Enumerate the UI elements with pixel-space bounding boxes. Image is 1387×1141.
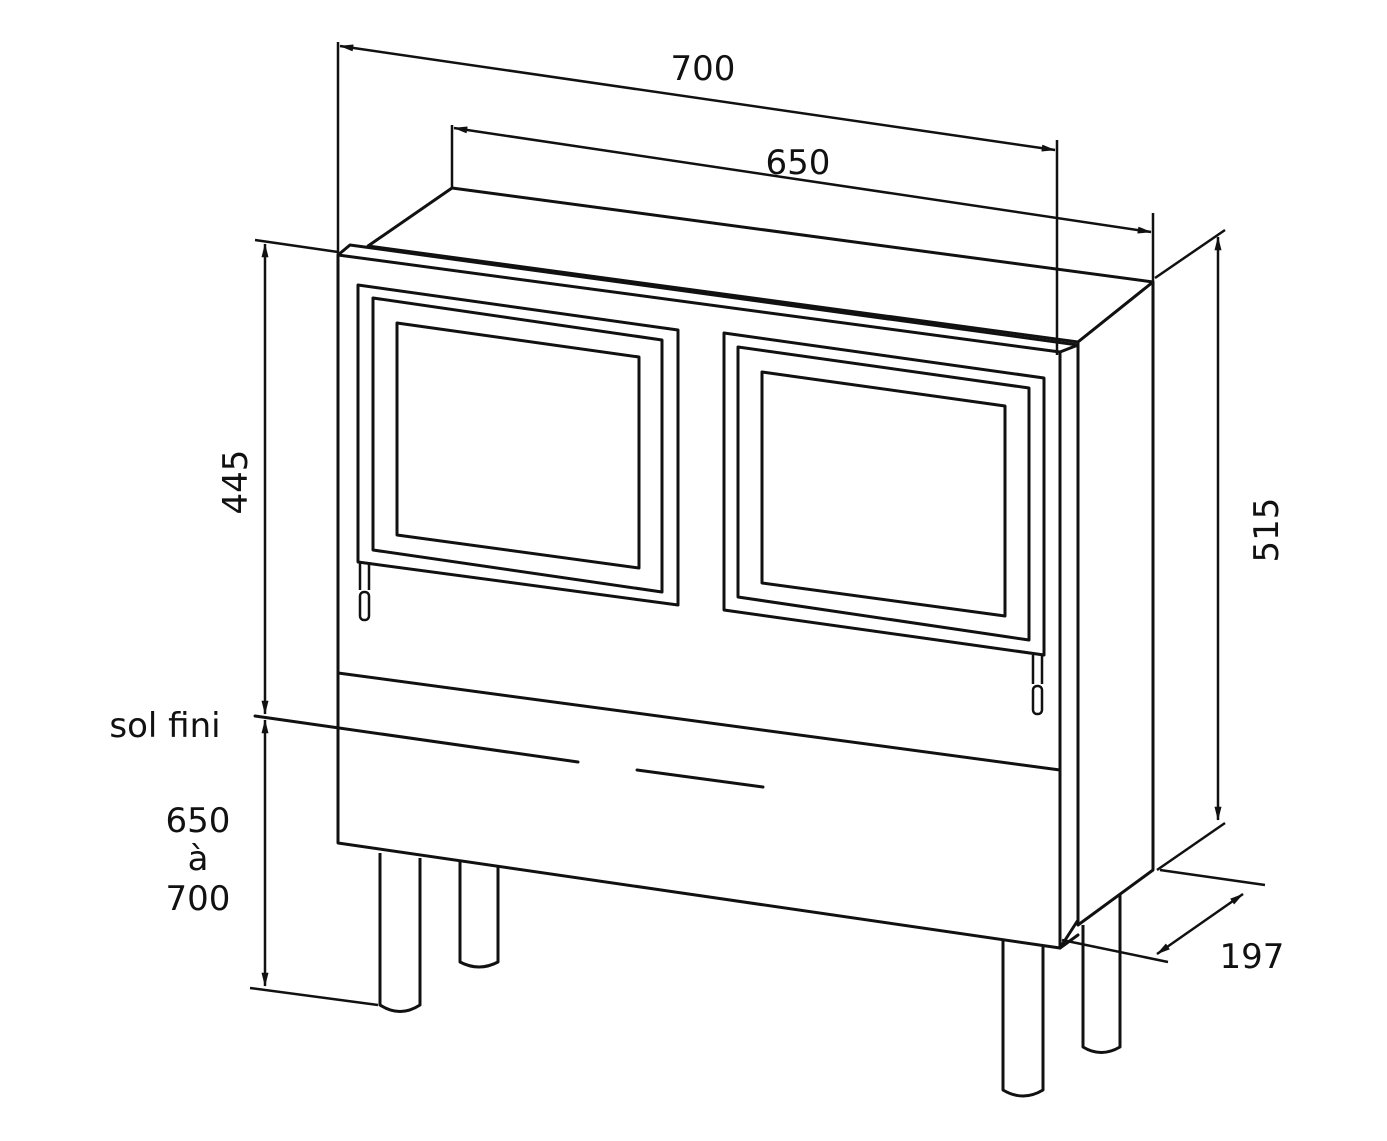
- cabinet-body: [336, 186, 1155, 950]
- dim-650-arrow: [453, 126, 1152, 234]
- label-sol-fini: sol fini: [109, 706, 220, 746]
- front-top-edge: [336, 253, 1080, 354]
- leg-front-left: [378, 853, 422, 1013]
- label-515: 515: [1247, 498, 1287, 563]
- front-face: [336, 243, 1080, 950]
- label-floor-650: 650: [166, 801, 231, 841]
- label-700: 700: [671, 49, 736, 89]
- floor-line: [253, 714, 765, 789]
- label-floor-700: 700: [166, 879, 231, 919]
- dim-197-arrow: [1156, 892, 1244, 956]
- door-right: [722, 331, 1046, 716]
- label-445: 445: [216, 450, 256, 515]
- legs: [378, 853, 1122, 1098]
- label-floor-a: à: [188, 839, 209, 879]
- leg-front-right: [1001, 940, 1045, 1098]
- door-left: [356, 283, 680, 622]
- drawer-divider: [336, 671, 1062, 772]
- hinge-right: [1031, 684, 1044, 716]
- label-650: 650: [766, 143, 831, 183]
- hinge-left: [358, 590, 371, 622]
- leg-back-left: [458, 862, 500, 969]
- dimension-lines: [249, 42, 1266, 1007]
- label-197: 197: [1220, 937, 1285, 977]
- right-side-face: [1076, 280, 1155, 927]
- leg-back-right: [1081, 895, 1122, 1054]
